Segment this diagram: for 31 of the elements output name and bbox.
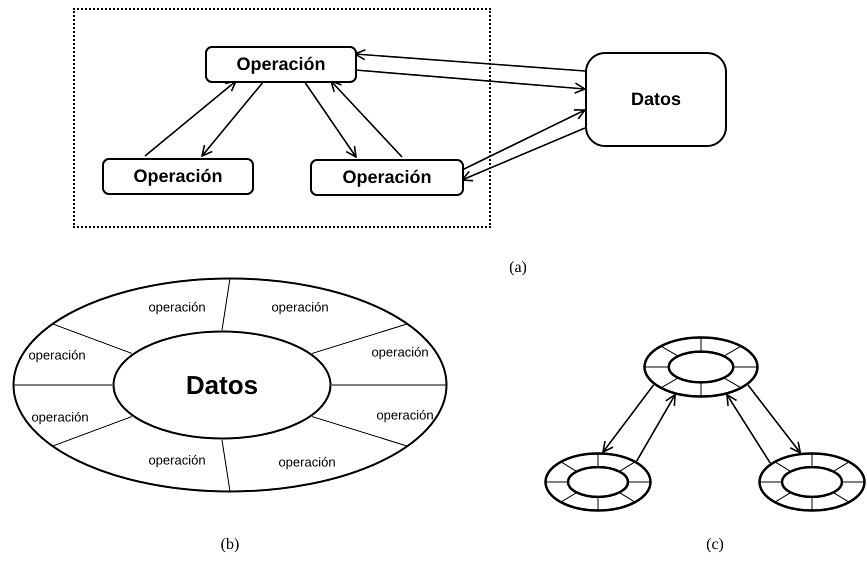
rounded-box: [102, 158, 254, 195]
operation-label: operación: [271, 300, 329, 314]
operation-label: operación: [148, 300, 206, 314]
operation-label: operación: [278, 454, 336, 470]
arrow: [726, 394, 771, 464]
rounded-box: [310, 159, 464, 196]
arrow: [462, 109, 586, 171]
dashed-boundary-box: [73, 8, 491, 228]
panel-label: (b): [220, 536, 240, 554]
data-label: Datos: [186, 370, 258, 400]
arrow: [602, 384, 654, 453]
operation-label: operación: [371, 344, 429, 360]
rounded-box: [585, 52, 727, 147]
arrow: [201, 80, 265, 157]
arrow: [354, 69, 586, 94]
panel-label: (c): [706, 536, 724, 554]
operation-label: operación: [376, 408, 434, 422]
arrow: [144, 80, 237, 157]
arrow: [330, 80, 403, 158]
operation-label: operación: [28, 348, 86, 362]
arrow: [636, 394, 676, 462]
node-label: Operación: [342, 167, 432, 188]
arrow: [303, 80, 357, 158]
operation-label: operación: [31, 410, 89, 424]
node-label: Datos: [630, 89, 681, 110]
node-label: Operación: [236, 54, 326, 75]
arrow: [747, 384, 802, 454]
rounded-box: [205, 46, 357, 83]
node-label: Operación: [133, 166, 223, 187]
panel-label: (a): [509, 259, 527, 277]
operation-label: operación: [148, 452, 206, 468]
